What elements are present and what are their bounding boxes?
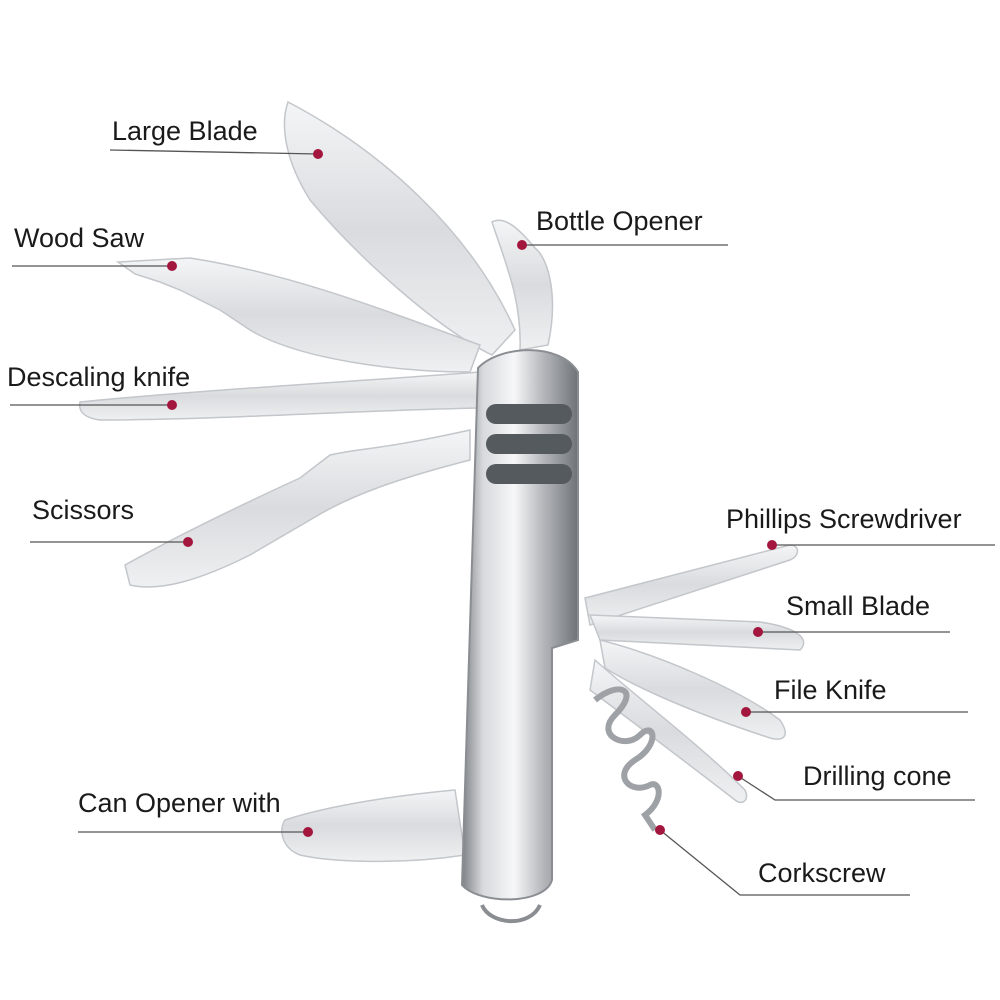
handle-grip-stripe [486, 404, 572, 424]
corkscrew-shape [593, 686, 662, 832]
marker-dot [655, 825, 665, 835]
callout-scissors: Scissors [30, 495, 193, 547]
marker-dot [753, 627, 763, 637]
small-blade-shape [588, 614, 805, 651]
can-opener-shape [281, 789, 466, 863]
marker-dot [167, 261, 177, 271]
label-can-opener: Can Opener with [78, 788, 281, 818]
label-scissors: Scissors [32, 495, 134, 525]
handle-grip-stripe [486, 464, 572, 484]
marker-dot [167, 400, 177, 410]
callout-phillips-screwdriver: Phillips Screwdriver [726, 504, 995, 550]
label-phillips-screwdriver: Phillips Screwdriver [726, 504, 962, 534]
file-knife-shape [599, 638, 786, 740]
marker-dot [517, 240, 527, 250]
marker-dot [313, 149, 323, 159]
label-descaling-knife: Descaling knife [7, 362, 190, 392]
callout-can-opener: Can Opener with [78, 788, 313, 837]
callout-bottle-opener: Bottle Opener [517, 206, 728, 250]
bottle-opener-shape [491, 219, 554, 351]
scissors-shape [124, 429, 471, 588]
label-bottle-opener: Bottle Opener [536, 206, 703, 236]
label-corkscrew: Corkscrew [758, 858, 886, 888]
phillips-screwdriver-shape [584, 544, 799, 626]
wood-saw-shape [115, 257, 481, 373]
callout-corkscrew: Corkscrew [655, 825, 910, 896]
callout-file-knife: File Knife [741, 675, 968, 717]
multitool-handle [460, 349, 579, 924]
marker-dot [183, 537, 193, 547]
handle-grip-stripe [486, 434, 572, 454]
key-ring [480, 904, 542, 924]
marker-dot [733, 771, 743, 781]
tool-illustration [78, 100, 805, 863]
marker-dot [767, 540, 777, 550]
callout-large-blade: Large Blade [109, 116, 323, 159]
callout-wood-saw: Wood Saw [12, 223, 177, 271]
label-wood-saw: Wood Saw [14, 223, 145, 253]
marker-dot [303, 827, 313, 837]
label-small-blade: Small Blade [786, 591, 930, 621]
callout-descaling-knife: Descaling knife [7, 362, 190, 410]
label-file-knife: File Knife [774, 675, 887, 705]
label-drilling-cone: Drilling cone [803, 761, 952, 791]
callout-small-blade: Small Blade [753, 591, 950, 637]
label-large-blade: Large Blade [112, 116, 258, 146]
callout-drilling-cone: Drilling cone [733, 761, 975, 801]
descaling-knife-shape [78, 371, 483, 421]
marker-dot [741, 707, 751, 717]
large-blade-shape [283, 100, 516, 356]
